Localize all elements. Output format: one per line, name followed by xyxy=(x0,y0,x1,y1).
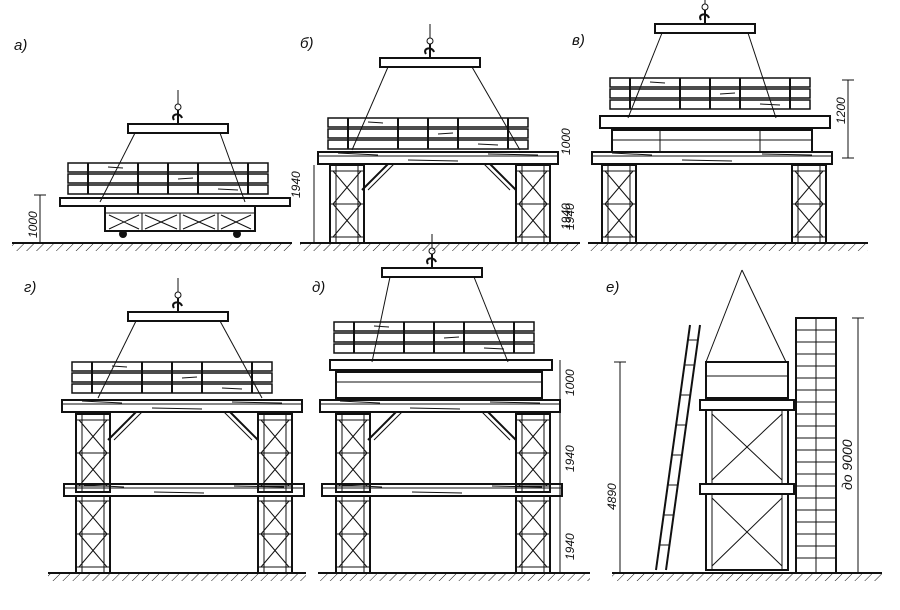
panel-v: в) 1000 1200 1940 xyxy=(559,0,868,251)
panel-g: г) xyxy=(24,277,306,581)
panel-a-label: а) xyxy=(14,37,27,54)
deck-g-upper xyxy=(61,399,303,413)
crane-traverse-a xyxy=(127,89,229,134)
dim-e-up-to-9000: до 9000 xyxy=(839,439,855,490)
dim-a-1000: 1000 xyxy=(26,211,40,238)
panel-a: а) 1000 1940 xyxy=(12,37,303,251)
ground-v xyxy=(588,243,868,251)
brick-pallet-d xyxy=(333,321,535,354)
deck-a xyxy=(59,197,291,207)
crane-traverse-g xyxy=(127,277,229,322)
panel-e-label: е) xyxy=(606,279,619,296)
transport-cart-a xyxy=(104,204,256,239)
deck-b xyxy=(317,151,559,165)
trestle-b-left xyxy=(329,164,365,244)
trestle-v-left xyxy=(601,164,637,244)
dim-a-1940: 1940 xyxy=(289,171,303,198)
dim-v-1940: 1940 xyxy=(559,203,573,230)
scaffold-tower xyxy=(699,269,795,571)
trestle-g-upper-right xyxy=(257,413,293,493)
trestle-d-lower-right xyxy=(515,494,551,574)
panel-d-label: д) xyxy=(312,279,325,296)
trestle-d-upper-right xyxy=(515,413,551,493)
trestle-g-upper-left xyxy=(75,413,111,493)
ground-e xyxy=(612,573,882,581)
dim-d-1940-upper: 1940 xyxy=(563,445,577,472)
crane-traverse-d xyxy=(381,233,483,278)
panel-b-label: б) xyxy=(300,35,313,52)
ground-a xyxy=(12,243,292,251)
crane-traverse-b xyxy=(379,23,481,68)
panel-g-label: г) xyxy=(24,279,36,296)
brick-pallet-b xyxy=(327,117,529,150)
panel-e: е) xyxy=(605,269,882,581)
trestle-b-right xyxy=(515,164,551,244)
panel-d: д) 1000 1940 1940 xyxy=(312,233,590,581)
dim-d-1000: 1000 xyxy=(563,369,577,396)
trestle-d-lower-left xyxy=(335,494,371,574)
ground-b xyxy=(300,243,580,251)
trestle-d-upper-left xyxy=(335,413,371,493)
ground-d xyxy=(318,573,590,581)
ground-g xyxy=(48,573,306,581)
trestle-g-lower-right xyxy=(257,494,293,574)
dim-b-1940: 1940 xyxy=(563,203,577,230)
brick-pallet-g xyxy=(71,361,273,394)
dim-e-4890: 4890 xyxy=(605,483,619,510)
brick-pallet-a xyxy=(67,162,269,195)
dim-v-1000: 1000 xyxy=(559,128,573,155)
cart-frame-d xyxy=(335,371,543,399)
deck-d-upper xyxy=(319,399,561,413)
dim-d-1940-lower: 1940 xyxy=(563,533,577,560)
panel-b: б) 1940 xyxy=(300,23,580,251)
dim-v-1200: 1200 xyxy=(834,97,848,124)
crane-traverse-v xyxy=(654,0,756,34)
cart-frame-v xyxy=(611,129,813,153)
deck-v xyxy=(591,151,833,165)
brick-wall xyxy=(795,317,837,574)
trestle-g-lower-left xyxy=(75,494,111,574)
ladder xyxy=(655,324,701,571)
panel-v-label: в) xyxy=(572,32,585,49)
brick-pallet-v xyxy=(609,77,811,110)
trestle-v-right xyxy=(791,164,827,244)
